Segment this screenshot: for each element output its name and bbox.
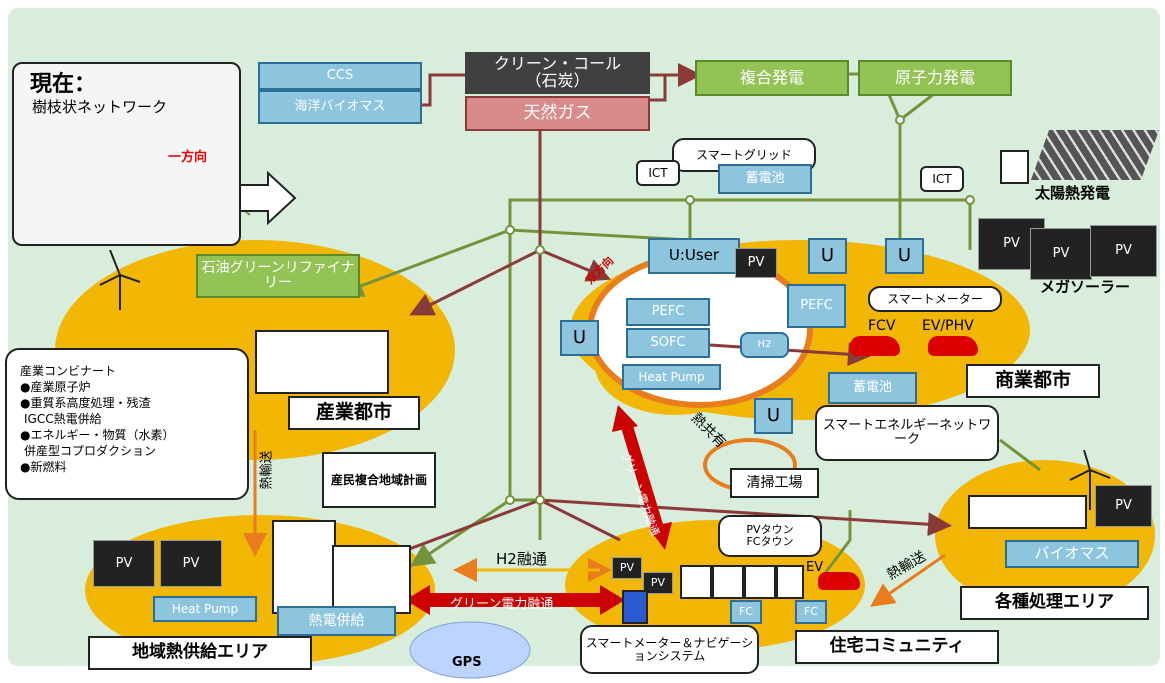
wind-turbine-icon-2 (1069, 450, 1111, 510)
pv-panel-2: PV (1030, 228, 1092, 280)
fc-box-2: FC (795, 600, 827, 624)
oil-refinery-box: 石油グリーンリファイナリー (196, 254, 360, 298)
current-subtitle: 樹枝状ネットワーク (32, 98, 168, 116)
h2-exchange-label: H2融通 (496, 550, 547, 568)
sofc-box: SOFC (626, 328, 710, 358)
pv-panel-4: PV (735, 248, 777, 278)
h2-tank: H2 (740, 332, 789, 358)
current-panel (12, 62, 241, 246)
bullet-3b: 併産型コプロダクション (24, 444, 157, 458)
smartphone-icon (622, 590, 648, 624)
bullet-4: ●新燃料 (20, 460, 67, 474)
housing-community-label: 住宅コミュニティ (795, 630, 999, 664)
district-heating-label: 地域熱供給エリア (88, 636, 312, 670)
green-power-label: グリーン電力融通 (450, 597, 554, 612)
commercial-city-label: 商業都市 (966, 364, 1100, 398)
u-box-4: U (754, 398, 793, 434)
bullet-2: ●重質系高度処理・残渣 (20, 396, 151, 410)
pefc-box-2: PEFC (787, 284, 846, 328)
building-icon-2 (332, 545, 411, 614)
battery-commercial-box: 蓄電池 (828, 372, 917, 404)
kombinat-title: 産業コンビナート (20, 364, 117, 378)
pv-panel-6: PV (160, 540, 222, 587)
wind-turbine-icon (99, 250, 141, 310)
solar-mirrors-icon (1030, 130, 1160, 180)
smart-meter-nav-callout: スマートメーター＆ナビゲーションシステム (580, 625, 759, 674)
smart-energy-callout: スマートエネルギーネットワーク (815, 405, 999, 461)
heat-transport-label: 熱輸送 (259, 450, 275, 490)
ocean-biomass-box: 海洋バイオマス (258, 90, 422, 124)
fcv-car-icon (850, 336, 900, 356)
current-title: 現在： (30, 72, 97, 97)
ev-car-icon (928, 336, 978, 356)
solar-thermal-label: 太陽熱発電 (1035, 184, 1111, 202)
industrial-city-label: 産業都市 (288, 396, 420, 430)
ccs-box: CCS (258, 62, 422, 90)
u-box-2: U (885, 238, 924, 274)
clean-coal-box: クリーン・コール（石炭） (465, 52, 650, 94)
cogen-box: 熱電併給 (277, 606, 396, 636)
houses-icon (680, 565, 804, 599)
direction-label: 一方向 (168, 150, 208, 165)
ict-label-2: ICT (920, 166, 964, 192)
pv-panel-3: PV (1090, 225, 1157, 277)
solar-tower-icon (1000, 150, 1029, 184)
ict-label-1: ICT (636, 160, 680, 186)
pv-panel-8: PV (643, 572, 673, 594)
kombinat-callout (5, 348, 249, 500)
bullet-3: ●エネルギー・物質（水素） (20, 428, 175, 442)
ev-car-icon-2 (818, 572, 860, 590)
pv-panel-9: PV (1095, 485, 1152, 527)
processing-area-label: 各種処理エリア (960, 586, 1149, 620)
right-arrow-icon (239, 170, 297, 226)
smart-meter-callout: スマートメーター (868, 286, 1002, 312)
gps-label: GPS (452, 655, 482, 670)
mega-solar-label: メガソーラー (1040, 278, 1131, 296)
bullet-1: ●産業原子炉 (20, 380, 91, 394)
bullet-2b: IGCC熱電併給 (24, 412, 102, 426)
pefc-box: PEFC (626, 298, 710, 326)
biomass-box: バイオマス (1005, 540, 1139, 568)
factory-icon (255, 330, 389, 394)
pv-panel-7: PV (612, 557, 642, 579)
plan-label: 産民複合地域計画 (322, 452, 436, 508)
natural-gas-box: 天然ガス (465, 96, 650, 131)
ev-label: EV (806, 560, 824, 575)
nuclear-box: 原子力発電 (858, 60, 1012, 96)
u-box-1: U (808, 238, 847, 274)
heat-pump-box: Heat Pump (622, 364, 721, 390)
ev-phv-label: EV/PHV (922, 318, 974, 334)
building-icon-1 (272, 520, 336, 614)
clean-plant-label: 清掃工場 (730, 468, 819, 498)
fc-box-1: FC (730, 600, 762, 624)
battery-top-box: 蓄電池 (718, 164, 812, 194)
u-box-3: U (560, 320, 599, 356)
combined-cycle-box: 複合発電 (695, 60, 849, 96)
fcv-label: FCV (868, 318, 896, 334)
pv-panel-5: PV (93, 540, 155, 587)
biomass-plant-icon (968, 495, 1087, 529)
u-user-box: U:User (648, 238, 740, 274)
heat-pump-box-2: Heat Pump (153, 596, 257, 622)
